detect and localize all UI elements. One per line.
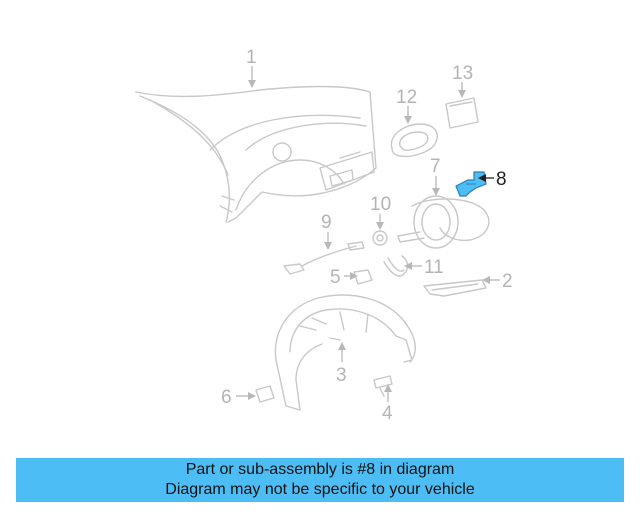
parts-diagram: 1 12 13 7 8 10 9 5 11	[135, 47, 513, 424]
callout-9: 9	[321, 212, 332, 250]
callout-6: 6	[221, 387, 256, 408]
callout-5: 5	[330, 267, 358, 288]
banner-line-disclaimer: Diagram may not be specific to your vehi…	[165, 481, 475, 498]
svg-text:4: 4	[382, 403, 393, 424]
svg-text:2: 2	[502, 271, 513, 292]
part-8-bracket	[455, 171, 487, 197]
part-1-quarter-panel	[135, 85, 377, 223]
svg-text:11: 11	[424, 257, 444, 278]
callout-2: 2	[482, 271, 513, 292]
svg-text:10: 10	[370, 194, 391, 215]
svg-text:3: 3	[336, 365, 347, 386]
part-7-fuel-door	[397, 195, 490, 249]
callout-11: 11	[404, 257, 444, 278]
part-6-clip	[255, 385, 275, 403]
part-5-clip	[353, 269, 373, 285]
callout-8: 8	[478, 169, 507, 190]
svg-text:5: 5	[330, 267, 341, 288]
svg-text:9: 9	[321, 212, 332, 233]
svg-text:6: 6	[221, 387, 232, 408]
svg-text:12: 12	[396, 87, 417, 108]
svg-text:1: 1	[246, 47, 257, 68]
part-13-reflector	[445, 97, 479, 129]
callout-13: 13	[452, 63, 473, 98]
callout-7: 7	[430, 156, 441, 196]
banner-line-part-number: Part or sub-assembly is #8 in diagram	[185, 461, 455, 478]
part-3-liner	[274, 294, 416, 411]
callout-4: 4	[382, 384, 393, 424]
part-9-cable	[283, 241, 365, 275]
svg-text:7: 7	[430, 156, 441, 177]
part-12-seal	[390, 123, 438, 158]
svg-text:8: 8	[496, 169, 507, 190]
callout-10: 10	[370, 194, 391, 230]
svg-text:13: 13	[452, 63, 473, 84]
part-2-trim	[423, 279, 487, 297]
callout-12: 12	[396, 87, 417, 124]
callout-3: 3	[336, 342, 347, 386]
part-10-grommet	[372, 230, 388, 246]
info-banner: Part or sub-assembly is #8 in diagram Di…	[16, 458, 624, 502]
part-4-bolt	[373, 375, 393, 397]
callout-1: 1	[246, 47, 257, 88]
part-11-hose	[383, 255, 409, 277]
